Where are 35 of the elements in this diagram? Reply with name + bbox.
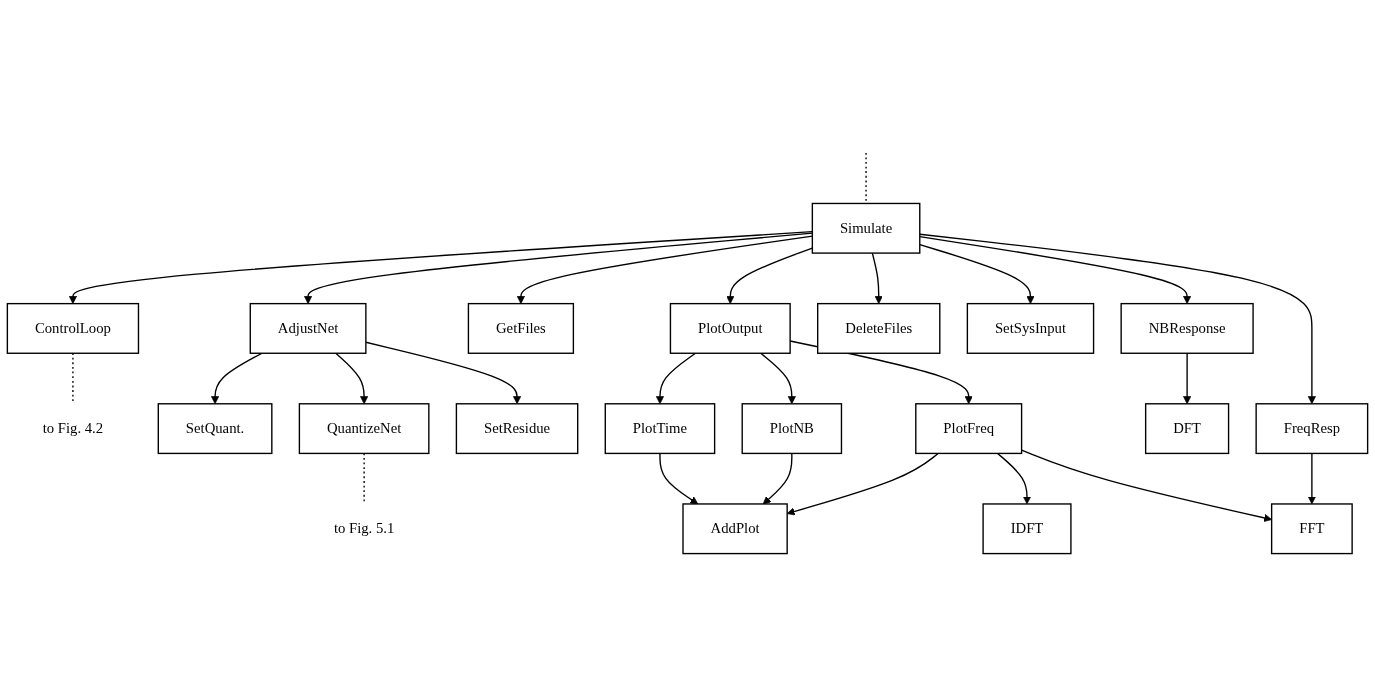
node-box: SetSysInput [966,302,1095,354]
arrow [211,352,263,405]
node-box: PlotTime [604,403,716,455]
arrow [335,352,369,405]
node-box: PlotNB [741,403,843,455]
node-box: SetQuant. [157,403,273,455]
arrow [1183,352,1192,405]
node-box: QuantizeNet [298,403,430,455]
node-box: Simulate [811,202,921,254]
node-text: to Fig. 5.1 [333,520,395,537]
node-text: to Fig. 4.2 [42,420,104,436]
node-box: FreqResp [1255,403,1369,455]
node-box: AdjustNet [249,302,367,354]
node-box: ControlLoop [6,302,140,354]
node-box: FFT [1270,503,1353,555]
node-box: DeleteFiles [817,302,941,354]
node-box: IDFT [982,503,1072,555]
node-box: SetResidue [455,403,579,455]
node-box: PlotOutput [669,302,791,354]
node-box: PlotFreq [915,403,1023,455]
node-box: NBResponse [1120,302,1254,354]
arrow [365,341,522,405]
node-box: AddPlot [682,503,788,555]
arrow [762,452,793,505]
arrow [919,236,1192,305]
arrow [1307,452,1316,505]
arrow [871,252,883,305]
arrow [659,452,699,505]
arrow [760,352,796,405]
node-box: GetFiles [467,302,575,354]
node-box: DFT [1144,403,1230,455]
arrow [996,452,1032,505]
arrow [655,352,697,405]
arrow [919,233,1316,405]
arrow [919,244,1035,305]
